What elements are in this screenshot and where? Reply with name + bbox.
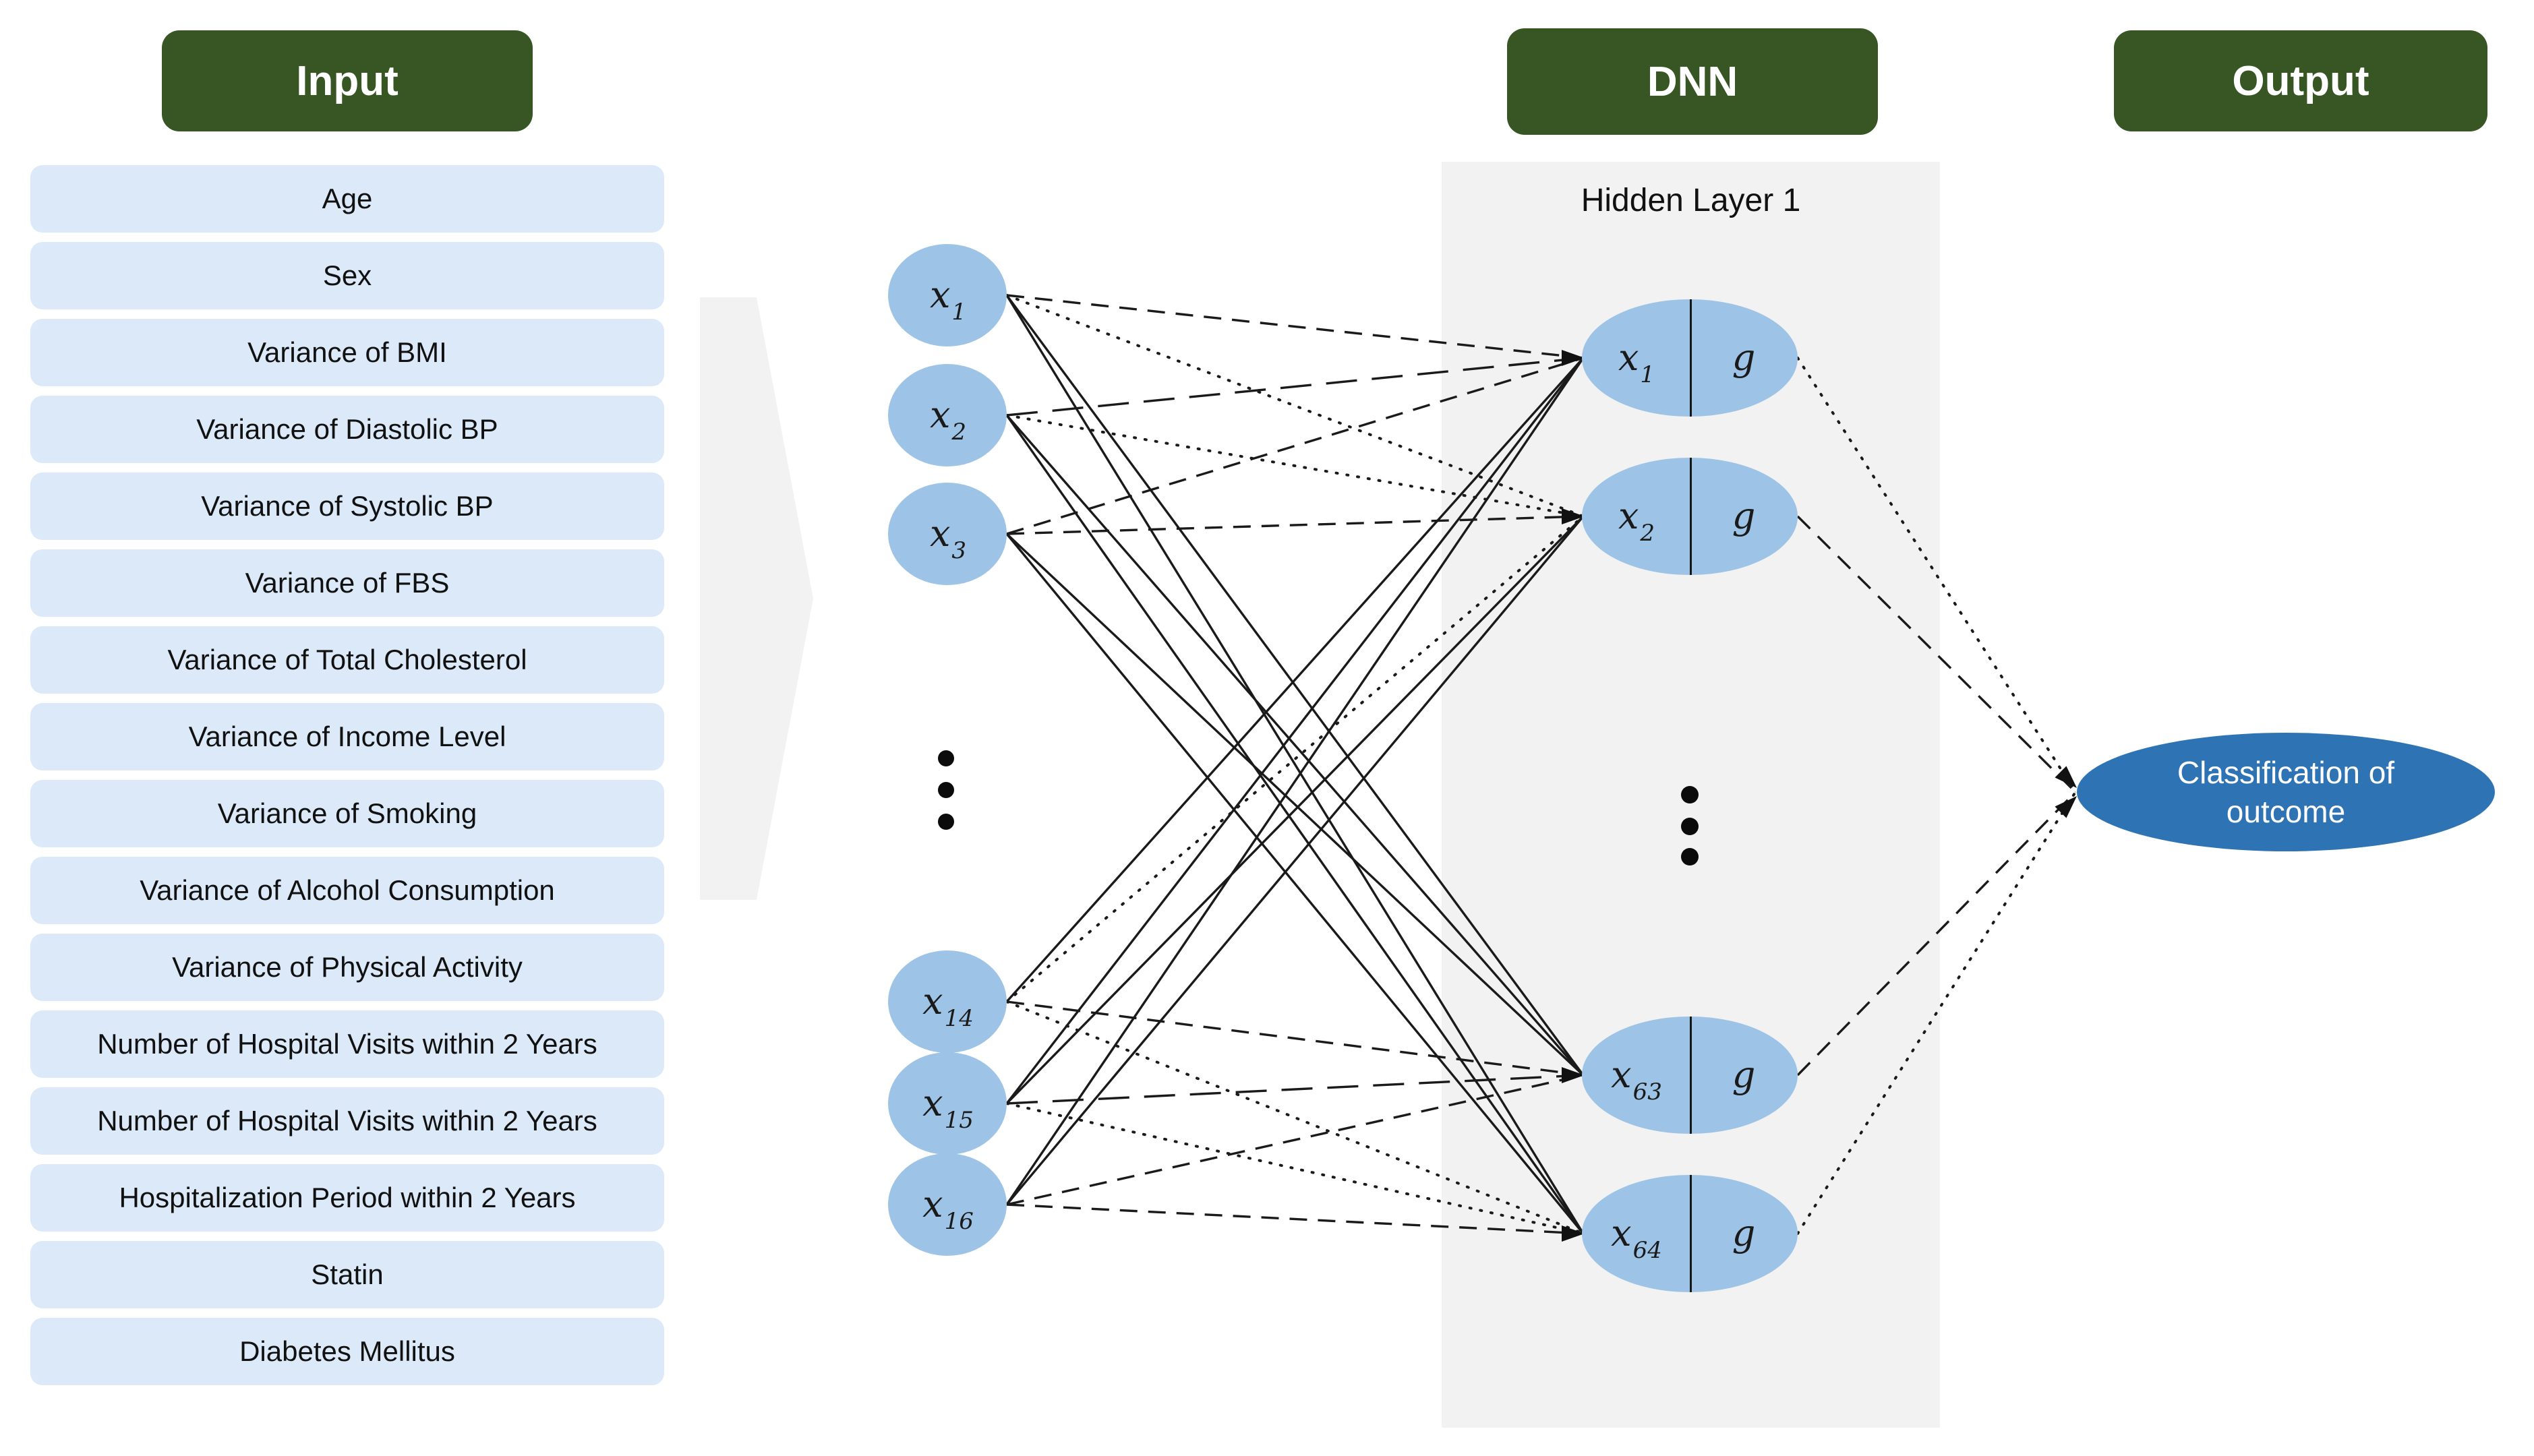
input-node-label: x14 [922, 980, 974, 1032]
arrowhead-icon [2055, 766, 2077, 788]
edge-line [1006, 357, 1584, 417]
arrowhead-icon [2055, 796, 2077, 818]
hidden-layer-title: Hidden Layer 1 [1581, 183, 1801, 218]
input-feature-row: Variance of Smoking [30, 780, 664, 847]
edge-line [1796, 357, 2077, 793]
input-header-label: Input [296, 57, 399, 104]
input-node: x3 [888, 483, 1007, 585]
input-header: Input [162, 30, 533, 131]
hidden-node-label: x1 [1618, 336, 1655, 388]
output-node-label-line1: Classification of [2177, 755, 2395, 790]
input-node: x1 [888, 244, 1007, 346]
output-node-label-line2: outcome [2226, 794, 2346, 829]
edge-line [1796, 791, 2077, 1235]
hidden-node-divider [1690, 1175, 1692, 1292]
input-feature-row: Diabetes Mellitus [30, 1318, 664, 1385]
edge-line [1796, 791, 2077, 1076]
input-feature-row: Variance of Total Cholesterol [30, 626, 664, 694]
input-node-label: x1 [929, 274, 967, 326]
edge-line [1005, 357, 1585, 1003]
edge-line [1005, 515, 1585, 1105]
edge-line [1796, 515, 2077, 793]
input-feature-row: Variance of Alcohol Consumption [30, 857, 664, 924]
ellipsis-dot [938, 782, 954, 798]
activation-label: g [1732, 1054, 1756, 1096]
input-feature-row: Variance of Diastolic BP [30, 396, 664, 463]
input-feature-row: Hospitalization Period within 2 Years [30, 1164, 664, 1232]
edge-line [1005, 533, 1585, 1076]
input-feature-row: Variance of Systolic BP [30, 473, 664, 540]
hidden-node: x1 g [1582, 299, 1798, 417]
input-node: x2 [888, 364, 1007, 466]
input-node-label: x3 [929, 512, 967, 564]
edge-line [1006, 1000, 1584, 1076]
ellipsis-dot [1681, 786, 1699, 803]
input-feature-row: Number of Hospital Visits within 2 Years [30, 1010, 664, 1078]
input-node-label: x2 [929, 394, 967, 446]
ellipsis-dot [938, 814, 954, 830]
edge-line [1005, 533, 1585, 1235]
edge-line [1005, 414, 1585, 1076]
edge-line [1005, 515, 1585, 1206]
input-feature-row: Variance of FBS [30, 549, 664, 617]
arrowhead-icon [1562, 508, 1585, 524]
activation-label: g [1732, 336, 1756, 379]
edge-line [1005, 357, 1585, 1205]
input-node-label: x15 [922, 1082, 974, 1134]
hidden-node: x63 g [1582, 1017, 1798, 1134]
edge-line [1006, 1074, 1584, 1105]
dnn-header-label: DNN [1647, 58, 1738, 105]
input-feature-row: Variance of Physical Activity [30, 934, 664, 1001]
ellipsis-dot [1681, 818, 1699, 835]
ellipsis-dot [938, 750, 954, 766]
activation-label: g [1732, 495, 1756, 537]
edge-line [1005, 295, 1585, 1234]
edge-line [1005, 1000, 1585, 1235]
input-feature-row: Statin [30, 1241, 664, 1308]
output-header: Output [2114, 30, 2487, 131]
ellipsis-dot [1681, 848, 1699, 866]
edge-line [1006, 1203, 1584, 1235]
input-feature-row: Variance of BMI [30, 319, 664, 386]
edge-line [1006, 294, 1584, 359]
output-header-label: Output [2232, 57, 2369, 104]
edge-line [1006, 515, 1584, 535]
arrowhead-icon [1562, 1225, 1585, 1242]
hidden-node-label: x2 [1618, 495, 1655, 547]
edge-line [1005, 515, 1585, 1003]
hidden-node: x64 g [1582, 1175, 1798, 1292]
input-feature-row: Age [30, 165, 664, 233]
arrowhead-icon [1562, 1067, 1585, 1083]
edge-line [1006, 1074, 1584, 1206]
hidden-node-divider [1690, 299, 1692, 417]
input-node: x15 [888, 1052, 1007, 1155]
hidden-node-label: x64 [1611, 1212, 1662, 1264]
hidden-node-label: x63 [1611, 1054, 1662, 1105]
dnn-header: DNN [1507, 28, 1878, 135]
input-feature-row: Sex [30, 242, 664, 309]
input-node: x14 [888, 950, 1007, 1053]
input-feature-row: Number of Hospital Visits within 2 Years [30, 1087, 664, 1155]
hidden-node-divider [1690, 458, 1692, 575]
input-node-label: x16 [922, 1183, 974, 1235]
edge-line [1006, 357, 1584, 535]
arrowhead-icon [1562, 350, 1585, 366]
input-feature-row: Variance of Income Level [30, 703, 664, 770]
input-node: x16 [888, 1153, 1007, 1256]
hidden-node: x2 g [1582, 458, 1798, 575]
activation-label: g [1732, 1212, 1756, 1254]
hidden-node-divider [1690, 1017, 1692, 1134]
output-node: Classification of outcome [2077, 733, 2495, 851]
edge-line [1005, 1102, 1585, 1235]
edge-line [1005, 357, 1585, 1105]
edge-line [1005, 294, 1585, 1076]
